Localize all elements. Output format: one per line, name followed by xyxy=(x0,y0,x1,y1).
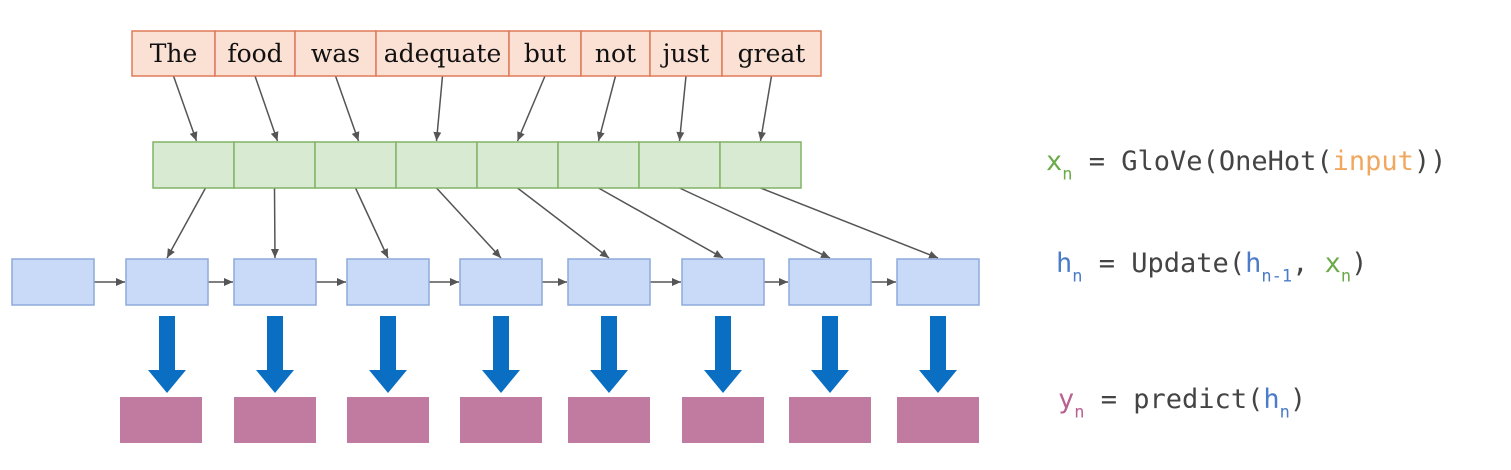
output-row xyxy=(120,397,979,443)
word-label: adequate xyxy=(384,39,502,68)
h-arg-sub: n xyxy=(1279,402,1290,423)
embed-close: )) xyxy=(1413,146,1447,177)
embedding-to-hidden-arrow xyxy=(435,187,502,259)
embedding-row xyxy=(152,141,802,189)
hidden-state xyxy=(459,258,543,306)
word-label: not xyxy=(595,39,636,68)
prediction-arrows xyxy=(148,316,957,393)
h-prev-var: h xyxy=(1245,248,1262,279)
output-box xyxy=(789,397,871,443)
embedding-cell xyxy=(476,141,559,189)
h-sub: n xyxy=(1072,266,1083,287)
word-box xyxy=(508,30,582,77)
x-arg-var: x xyxy=(1324,248,1341,279)
word-to-embedding-arrow xyxy=(516,75,546,142)
embedding-formula: xn = GloVe(OneHot(input)) xyxy=(1046,146,1446,184)
word-to-embedding-arrow xyxy=(334,75,360,142)
embedding-cell xyxy=(152,141,235,189)
predict-close: ) xyxy=(1289,384,1307,415)
output-box xyxy=(120,397,202,443)
hidden-state xyxy=(233,258,317,306)
hidden-state xyxy=(567,258,651,306)
hidden-state xyxy=(681,258,765,306)
output-box xyxy=(897,397,979,443)
h-arg-var: h xyxy=(1263,384,1280,415)
word-label: food xyxy=(227,39,282,68)
embedding-to-hidden-arrow xyxy=(270,187,279,259)
predict-formula: yn = predict(hn) xyxy=(1058,384,1306,422)
update-eq: = Update( xyxy=(1082,248,1246,279)
output-box xyxy=(347,397,429,443)
embedding-to-hidden-arrow xyxy=(517,187,610,259)
hidden-state xyxy=(896,258,980,306)
word-label: but xyxy=(524,39,566,68)
embedding-cell xyxy=(314,141,397,189)
input-token: input xyxy=(1332,146,1414,177)
embedding-to-hidden-arrow xyxy=(598,187,724,259)
word-box xyxy=(649,30,723,77)
word-label: was xyxy=(311,39,360,68)
embedding-to-hidden-arrow xyxy=(760,187,939,259)
word-box xyxy=(721,30,822,77)
word-label: The xyxy=(150,39,198,68)
embedding-to-hidden-arrow xyxy=(354,187,389,259)
word-label: just xyxy=(660,39,710,68)
prediction-arrow xyxy=(704,316,742,393)
word-to-embedding-arrow xyxy=(254,75,279,142)
hidden-state xyxy=(125,258,209,306)
embedding-cell xyxy=(557,141,640,189)
initial-hidden-state xyxy=(11,258,95,306)
word-to-embedding-arrow xyxy=(433,75,444,142)
hidden-state-row xyxy=(11,258,980,306)
hidden-state xyxy=(346,258,430,306)
y-sub: n xyxy=(1074,402,1085,423)
x-arg-sub: n xyxy=(1340,266,1352,287)
x-var: x xyxy=(1046,146,1063,177)
update-sep: , xyxy=(1292,248,1325,279)
word-box xyxy=(294,30,377,77)
word-to-embedding-arrow xyxy=(676,75,687,142)
output-box xyxy=(682,397,764,443)
output-box xyxy=(568,397,650,443)
embedding-to-hidden-arrow xyxy=(166,187,207,259)
embedding-cell xyxy=(638,141,721,189)
embedding-to-hidden-arrow xyxy=(679,187,831,259)
connection-arrows xyxy=(94,75,939,286)
output-box xyxy=(460,397,542,443)
word-to-embedding-arrow xyxy=(172,75,198,142)
embedding-cell xyxy=(233,141,316,189)
prediction-arrow xyxy=(482,316,520,393)
predict-eq: = predict( xyxy=(1084,384,1264,415)
embedding-cell xyxy=(719,141,802,189)
update-formula: hn = Update(hn-1, xn) xyxy=(1056,248,1367,286)
embed-eq: = GloVe(OneHot( xyxy=(1072,146,1333,177)
y-var: y xyxy=(1058,384,1075,415)
prediction-arrow xyxy=(369,316,407,393)
update-close: ) xyxy=(1351,248,1368,279)
hidden-state xyxy=(788,258,872,306)
h-prev-sub: n-1 xyxy=(1261,266,1293,287)
word-to-embedding-arrow xyxy=(758,75,773,142)
prediction-arrow xyxy=(148,316,186,393)
prediction-arrow xyxy=(590,316,628,393)
x-sub: n xyxy=(1062,164,1073,185)
word-box xyxy=(131,30,216,77)
word-to-embedding-arrow xyxy=(596,75,617,142)
h-var: h xyxy=(1056,248,1073,279)
prediction-arrow xyxy=(919,316,957,393)
prediction-arrow xyxy=(811,316,849,393)
output-box xyxy=(234,397,316,443)
embedding-cell xyxy=(395,141,478,189)
prediction-arrow xyxy=(256,316,294,393)
word-label: great xyxy=(738,39,806,68)
